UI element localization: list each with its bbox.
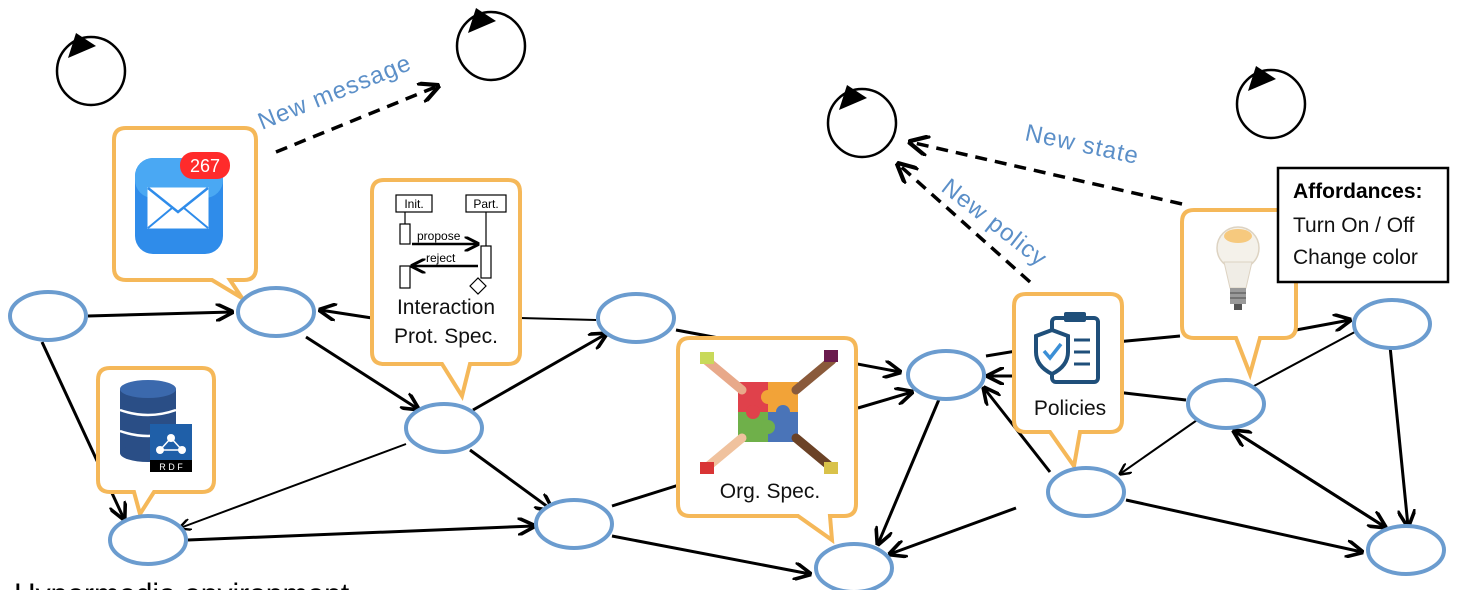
node — [1352, 298, 1432, 350]
init-activation — [399, 223, 411, 245]
edge — [857, 392, 912, 410]
affordances-title: Affordances: — [1293, 180, 1423, 203]
new-policy-arrow — [898, 164, 1032, 284]
agent-3 — [826, 85, 898, 159]
edge — [1115, 334, 1181, 344]
node — [1186, 378, 1266, 430]
bulb-bubble — [1180, 208, 1298, 381]
edge — [519, 317, 597, 321]
org-spec-label: Org. Spec. — [720, 480, 820, 503]
agent-arrowhead-icon — [468, 8, 496, 33]
agent-arrows — [275, 86, 1183, 284]
new-policy-label: New policy — [936, 173, 1052, 272]
policies-label: Policies — [1034, 397, 1106, 420]
edge — [1388, 345, 1408, 526]
puzzle-hands-icon — [700, 350, 838, 474]
agent-1 — [55, 33, 127, 107]
edge — [87, 312, 232, 316]
part-label: Part. — [473, 197, 498, 211]
node — [404, 402, 484, 454]
agent-arrowhead-icon — [839, 85, 867, 110]
new-message-label: New message — [254, 49, 415, 135]
node — [8, 290, 88, 342]
init-box — [395, 194, 433, 213]
affordance-change-color: Change color — [1293, 246, 1418, 269]
node — [108, 514, 188, 566]
protocol-bubble: Init. Part. propose reject Interaction P… — [370, 178, 522, 402]
graph-edges — [40, 310, 1408, 574]
new-state-label: New state — [1023, 119, 1142, 169]
protocol-title-line1: Interaction — [397, 296, 495, 319]
environment-caption: Hypermedia environment — [14, 578, 350, 590]
graph-nodes — [8, 286, 1446, 590]
new-state-arrow — [910, 142, 1183, 206]
edge — [878, 396, 942, 544]
node — [906, 349, 986, 401]
clipboard-shield-icon — [1034, 312, 1100, 384]
rdf-bubble: R D F — [96, 366, 216, 519]
node — [1366, 524, 1446, 576]
agent-arrowhead-icon — [68, 33, 96, 58]
mail-bubble: 267 — [112, 126, 258, 300]
new-message-arrow — [275, 86, 438, 154]
protocol-title-line2: Prot. Spec. — [394, 325, 498, 348]
edge — [611, 482, 683, 508]
policies-bubble: Policies — [1012, 292, 1124, 472]
edge — [1233, 429, 1385, 527]
edge — [1295, 320, 1350, 330]
agent-4 — [1235, 66, 1307, 140]
org-spec-bubble: Org. Spec. — [676, 336, 858, 545]
part-activation — [480, 245, 492, 279]
node — [1046, 466, 1126, 518]
rdf-text: R D F — [159, 462, 183, 472]
rdf-logo-icon: R D F — [150, 424, 192, 472]
node — [534, 498, 614, 550]
edge — [1125, 498, 1362, 552]
node — [596, 292, 676, 344]
edge — [1253, 326, 1366, 387]
edge — [305, 335, 418, 409]
init-label: Init. — [404, 197, 423, 211]
affordance-turn-on-off: Turn On / Off — [1293, 214, 1415, 237]
agent-arrowhead-icon — [1248, 66, 1276, 91]
notification-badge — [180, 152, 230, 179]
agent-2 — [455, 8, 527, 82]
edge — [187, 526, 534, 542]
node — [236, 286, 316, 338]
edge — [1120, 417, 1201, 474]
edge — [469, 448, 552, 510]
affordances-box: Affordances: Turn On / Off Change color — [1276, 166, 1450, 284]
edge — [1115, 390, 1187, 402]
light-bulb-icon — [1216, 226, 1260, 310]
edge — [180, 443, 407, 528]
edge — [472, 334, 606, 412]
badge-count: 267 — [190, 156, 220, 176]
edge — [320, 310, 373, 318]
node — [814, 542, 894, 590]
edge — [611, 534, 810, 574]
edge — [890, 506, 1017, 554]
reject-label: reject — [426, 251, 456, 265]
propose-label: propose — [417, 229, 461, 243]
